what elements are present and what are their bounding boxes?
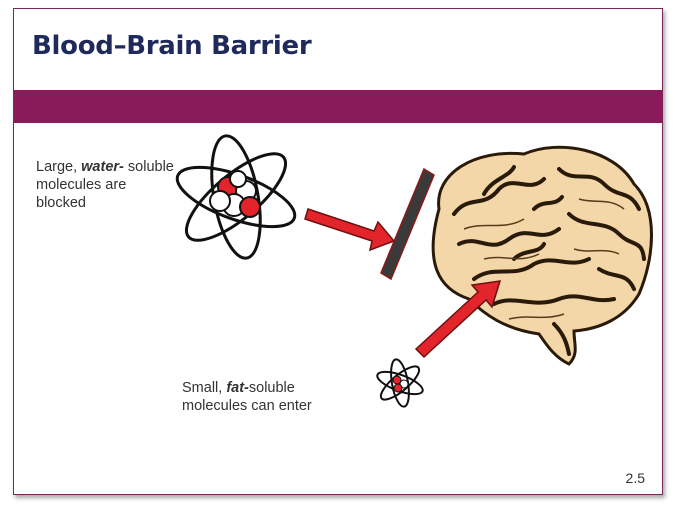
blocked-arrow-icon (305, 209, 394, 250)
page-number: 2.5 (626, 470, 645, 486)
slide: Blood–Brain Barrier Large, water- solubl… (13, 8, 663, 495)
slide-artwork (14, 9, 664, 496)
barrier-icon (381, 169, 434, 279)
brain-illustration (433, 147, 651, 364)
small-molecule-icon (375, 358, 426, 408)
large-molecule-icon (170, 132, 302, 262)
